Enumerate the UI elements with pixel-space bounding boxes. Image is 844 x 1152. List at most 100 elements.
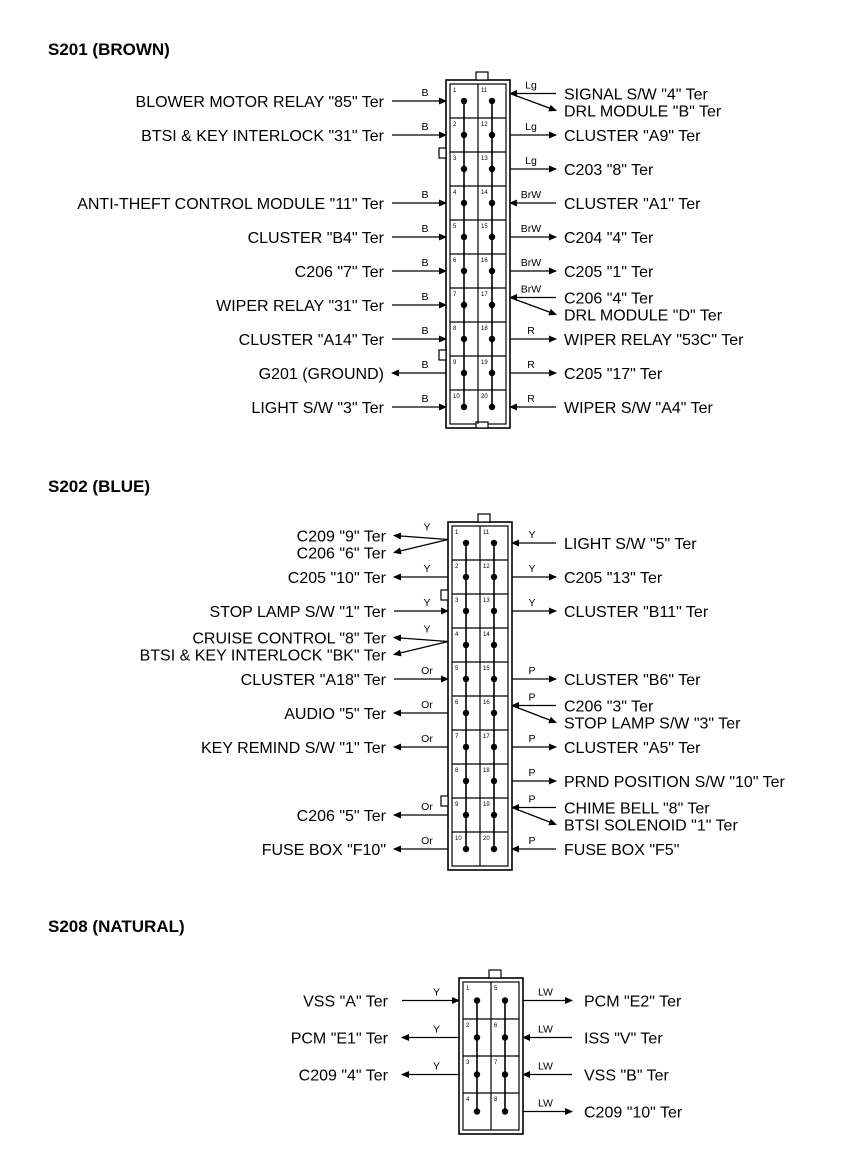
s202-terminal-label: CRUISE CONTROL "8" Ter — [192, 631, 386, 648]
s201-pin — [488, 267, 496, 275]
s208-terminal-label: ISS "V" Ter — [584, 1031, 663, 1048]
s202-side-latch — [440, 589, 449, 601]
s208-pin-number: 2 — [466, 1023, 470, 1029]
s201-wire-color: BrW — [521, 257, 542, 269]
s202-wire-color: Or — [421, 665, 433, 677]
s201-pin — [488, 301, 496, 309]
s208-pin-number: 6 — [494, 1023, 498, 1029]
s201-pin-number: 6 — [453, 258, 457, 264]
s202-wire-color: Or — [421, 801, 433, 813]
s202-terminal-label: AUDIO "5" Ter — [284, 706, 386, 723]
s208-pin — [501, 1034, 509, 1041]
s202-pin-number: 17 — [483, 734, 490, 740]
s202-pin — [462, 573, 470, 581]
s202-terminal-label: CLUSTER "A5" Ter — [564, 740, 701, 757]
s201-terminal-label: C205 "1" Ter — [564, 264, 654, 281]
s201-wire-color: B — [421, 121, 428, 133]
s201-left-wire: B C206 "7" Ter — [295, 257, 447, 281]
s208-title: S208 (NATURAL) — [48, 917, 185, 936]
s201-pin-number: 7 — [453, 292, 457, 298]
s201-wire-color: B — [421, 393, 428, 405]
s202-pin — [490, 641, 498, 649]
s208-pin — [501, 997, 509, 1004]
s201-pin — [488, 369, 496, 377]
s202-terminal-label: FUSE BOX "F10" — [262, 842, 386, 859]
s208-wire-color: Y — [433, 1061, 440, 1073]
s202-terminal-label: BTSI & KEY INTERLOCK "BK" Ter — [140, 648, 387, 665]
s202-pin-number: 15 — [483, 666, 490, 672]
s202-pin — [490, 743, 498, 751]
s202-terminal-label: C209 "9" Ter — [297, 529, 387, 546]
s201-pin-number: 1 — [453, 88, 457, 94]
s201-pin-number: 4 — [453, 190, 457, 196]
s201-side-latch — [438, 147, 447, 159]
s201-terminal-label: C206 "7" Ter — [295, 264, 385, 281]
s201-pin — [460, 369, 468, 377]
s202-terminal-label: CLUSTER "B6" Ter — [564, 672, 701, 689]
s201-pin-number: 2 — [453, 122, 457, 128]
s201-terminal-label: WIPER RELAY "31" Ter — [216, 298, 385, 315]
s208-wire-color: LW — [538, 1098, 553, 1110]
s202-pin — [462, 709, 470, 717]
s201-lock-tab — [475, 71, 489, 81]
s201-pin — [488, 97, 496, 105]
s201-pin — [460, 97, 468, 105]
s201-side-latch — [438, 349, 447, 361]
s201-terminal-label: WIPER RELAY "53C" Ter — [564, 332, 744, 349]
s202-pin-number: 10 — [455, 836, 462, 842]
s208-wire-color: LW — [538, 987, 553, 999]
s208-left-wire: Y C209 "4" Ter — [299, 1061, 459, 1085]
s201-pin — [460, 233, 468, 241]
s201-pin — [488, 335, 496, 343]
s208-pin-number: 3 — [466, 1060, 470, 1066]
s202-wire-color: P — [528, 665, 535, 677]
s202-pin-number: 12 — [483, 564, 490, 570]
s201-terminal-label: G201 (GROUND) — [259, 366, 384, 383]
s202-terminal-label: PRND POSITION S/W "10" Ter — [564, 774, 786, 791]
s202-terminal-label: C206 "6" Ter — [297, 546, 387, 563]
s208-terminal-label: PCM "E2" Ter — [584, 994, 682, 1011]
s201-pin-number: 14 — [481, 190, 488, 196]
s201-pin — [460, 267, 468, 275]
s201-wire-color: R — [527, 359, 535, 371]
s201-pin-number: 11 — [481, 88, 488, 94]
s202-pin — [490, 539, 498, 547]
s201-wire-color: BrW — [521, 284, 542, 296]
s202-terminal-label: STOP LAMP S/W "3" Ter — [564, 716, 741, 733]
s208-terminal-label: C209 "4" Ter — [299, 1068, 389, 1085]
s201-wire-color: B — [421, 257, 428, 269]
s201-terminal-label: CLUSTER "A1" Ter — [564, 196, 701, 213]
s202-wire-color: Y — [423, 522, 430, 534]
s201-pin — [460, 165, 468, 173]
s208-wire-color: LW — [538, 1024, 553, 1036]
s201-terminal-label: C203 "8" Ter — [564, 162, 654, 179]
s202-pin-number: 14 — [483, 632, 490, 638]
s201-wire-color: R — [527, 325, 535, 337]
s208-pin-number: 8 — [494, 1097, 498, 1103]
s202-pin — [462, 607, 470, 615]
s201-pin — [460, 199, 468, 207]
s202-terminal-label: CLUSTER "A18" Ter — [241, 672, 387, 689]
s202-wire-color: P — [528, 692, 535, 704]
s202-pin-number: 13 — [483, 598, 490, 604]
s202-pin-number: 9 — [455, 802, 459, 808]
s201-pin-number: 10 — [453, 394, 460, 400]
s201-wire-color: Lg — [525, 155, 537, 167]
